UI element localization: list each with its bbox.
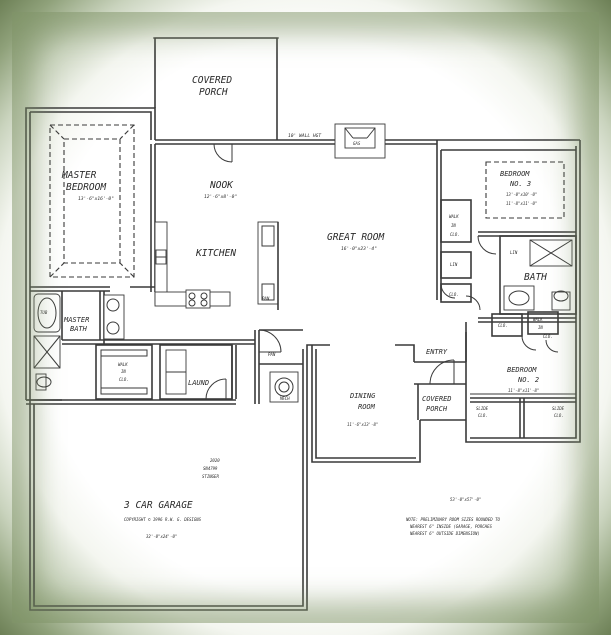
- dining-room-label: DINING: [349, 392, 376, 400]
- bedroom-2-label: BEDROOM: [507, 366, 537, 374]
- linen-label: LIN: [450, 262, 458, 267]
- nook-door: [213, 143, 233, 163]
- master-bath-label-2: BATH: [70, 325, 88, 333]
- front-porch-label-2: PORCH: [426, 405, 448, 413]
- great-room-label: GREAT ROOM: [327, 232, 384, 243]
- slide-closet-left: SLIDE: [476, 406, 489, 411]
- garage-label: 3 CAR GARAGE: [123, 500, 193, 511]
- note-line-3: NEAREST 6" OUTSIDE DIMENSION): [409, 531, 480, 536]
- bedroom-3-label: BEDROOM: [500, 170, 530, 178]
- overall-dim: 53'-0"x57'-0": [450, 497, 481, 502]
- entry-label: ENTRY: [426, 348, 448, 356]
- bedroom-2-closets: [470, 311, 576, 438]
- bedroom-2-dim: 11'-8"x11'-8": [508, 388, 539, 393]
- slide-closet-left-2: CLO.: [478, 413, 488, 418]
- covered-porch-label: COVERED: [192, 75, 232, 86]
- master-bedroom-dim: 13'-6"x16'-0": [78, 196, 114, 202]
- mech-label: MECH: [279, 396, 290, 401]
- master-walk-in: [95, 344, 153, 400]
- hall-bath: [478, 235, 577, 323]
- walk-in-b2-label-3: CLO.: [543, 334, 553, 339]
- fireplace: [334, 123, 386, 159]
- kitchen-pan-label: PAN: [262, 296, 270, 301]
- walk-in-b2-label-2: IN: [538, 325, 543, 330]
- plan-name: STINGER: [202, 474, 219, 479]
- kitchen-label: KITCHEN: [195, 248, 236, 259]
- bedroom-3: [436, 140, 576, 303]
- master-bedroom-label-2: BEDROOM: [66, 182, 106, 193]
- nook-label: NOOK: [209, 180, 234, 191]
- master-bedroom: [30, 124, 156, 292]
- copyright-label: COPYRIGHT © 1996 R.W. G. DESIGNS: [124, 517, 202, 522]
- plan-year: 2020: [210, 458, 220, 463]
- master-closet-label: WALK: [118, 362, 128, 367]
- closet-label: CLO.: [449, 292, 459, 297]
- laundry: [159, 344, 237, 400]
- laundry-label: LAUND: [188, 379, 209, 387]
- laundry-pan-label: PAN: [268, 352, 276, 357]
- tub-label: TUB: [40, 310, 48, 315]
- note-line-2: NEAREST 6" INSIDE (GARAGE, PORCHES: [409, 524, 492, 529]
- room-labels: COVERED PORCH 10' WALL HGT GAS MASTER BE…: [40, 75, 565, 539]
- master-bedroom-label: MASTER: [61, 170, 97, 181]
- front-porch-label: COVERED: [422, 395, 452, 403]
- kitchen: [154, 221, 279, 310]
- walk-in-label-3: CLO.: [450, 232, 460, 237]
- bath-label: BATH: [524, 272, 547, 283]
- dining-room-label-2: ROOM: [358, 403, 376, 411]
- entry-porch: [414, 359, 466, 421]
- slide-closet-right: SLIDE: [552, 406, 565, 411]
- note-line-1: NOTE: PRELIMINARY ROOM SIZES ROUNDED TO: [405, 517, 501, 522]
- master-closet-label-2: IN: [121, 369, 126, 374]
- bath-linen-label: LIN: [510, 250, 518, 255]
- covered-porch-top: [153, 37, 279, 140]
- bedroom-3-dim: 13'-0"x10'-0": [506, 192, 537, 197]
- walk-in-b2-label: WALK: [533, 317, 543, 322]
- bedroom-2-label-2: NO. 2: [517, 376, 539, 384]
- closet-label-2: CLO.: [498, 323, 508, 328]
- garage-dim: 32'-0"x24'-0": [145, 534, 177, 539]
- gas-label: GAS: [353, 141, 361, 146]
- covered-porch-label-2: PORCH: [199, 87, 228, 98]
- bedroom-3-dim-2: 11'-8"x11'-0": [506, 201, 537, 206]
- bedroom-3-label-2: NO. 3: [509, 180, 531, 188]
- great-room-dim: 16'-0"x23'-4": [341, 246, 377, 252]
- wall-height-label: 10' WALL HGT: [288, 133, 321, 139]
- hall-walls: [26, 329, 303, 405]
- slide-closet-right-2: CLO.: [554, 413, 564, 418]
- master-closet-label-3: CLO.: [119, 377, 129, 382]
- nook-dim: 12'-6"x8'-0": [204, 194, 237, 200]
- walk-in-label-2: IN: [451, 223, 456, 228]
- misc-doors: [440, 283, 481, 362]
- master-bath-label: MASTER: [63, 316, 89, 324]
- dining-room-dim: 11'-6"x13'-8": [347, 422, 378, 427]
- exterior-walls: [25, 107, 581, 611]
- walk-in-label: WALK: [449, 214, 459, 219]
- plan-number: SN4799: [203, 466, 218, 471]
